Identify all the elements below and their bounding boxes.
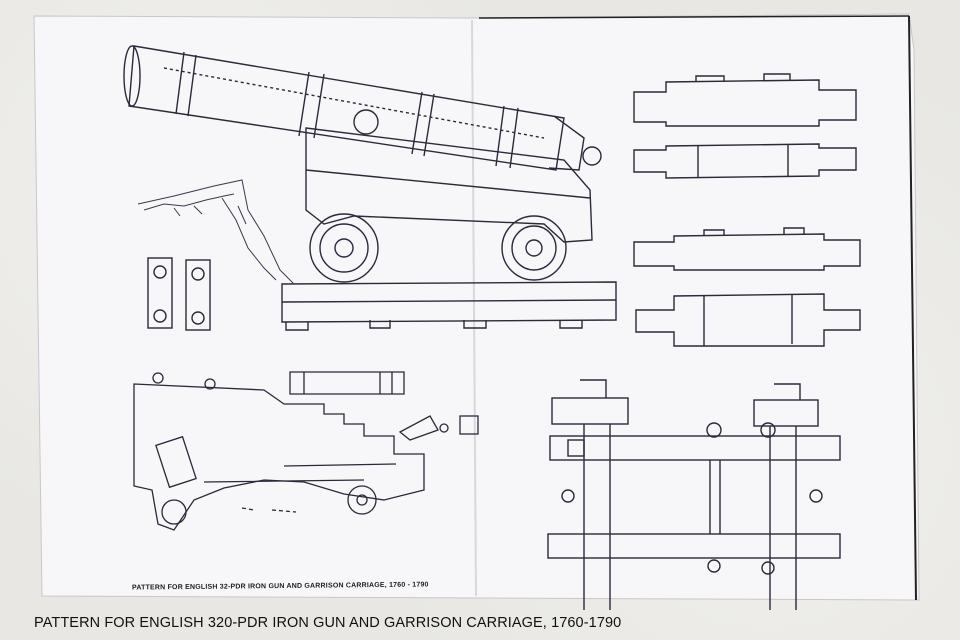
- side-blocks: [147, 257, 211, 331]
- blueprint-sheet: PATTERN FOR ENGLISH 32-PDR IRON GUN AND …: [24, 10, 936, 610]
- bracket-elevation: [133, 371, 479, 531]
- carriage-plan-view: [547, 379, 841, 610]
- paper-top-edge: [478, 15, 910, 19]
- rampart-hatching: [137, 179, 295, 285]
- paper-fold: [471, 19, 477, 597]
- blueprint-drawing: [33, 13, 920, 610]
- image-caption: PATTERN FOR ENGLISH 320-PDR IRON GUN AND…: [34, 615, 622, 631]
- paper-right-edge: [908, 15, 917, 601]
- cannon-side-view: [123, 45, 617, 331]
- paper: [33, 13, 920, 601]
- axletree-views: [633, 73, 861, 347]
